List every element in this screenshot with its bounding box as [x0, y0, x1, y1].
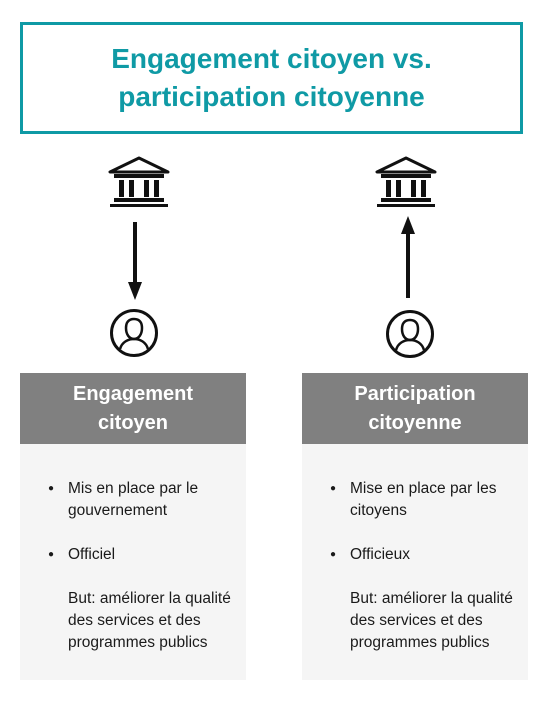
arrow-up-icon — [401, 216, 415, 298]
arrow-down-icon — [128, 222, 142, 300]
engagement-card: ● Mis en place par le gouvernement ● Off… — [20, 444, 246, 680]
person-icon — [386, 310, 434, 358]
list-item: ● Mise en place par les citoyens — [330, 478, 514, 522]
title-box: Engagement citoyen vs. participation cit… — [20, 22, 523, 134]
bullet-icon: ● — [48, 483, 55, 494]
bullet-icon: ● — [330, 483, 337, 494]
list-item: ● Officieux — [330, 544, 514, 566]
government-building-icon — [375, 156, 437, 207]
bullet-icon: ● — [48, 549, 55, 560]
engagement-header-label: Engagement citoyen — [72, 382, 194, 434]
government-building-icon — [108, 156, 170, 207]
participation-card: ● Mise en place par les citoyens ● Offic… — [302, 444, 528, 680]
participation-header: Participation citoyenne — [302, 373, 528, 444]
page-title: Engagement citoyen vs. participation cit… — [111, 43, 432, 112]
list-item-text: Mise en place par les citoyens — [350, 480, 497, 519]
list-item-text: Officieux — [350, 546, 411, 563]
list-item: ● Mis en place par le gouvernement — [48, 478, 232, 522]
goal-note: But: améliorer la qualité des services e… — [350, 590, 513, 651]
list-item: ● Officiel — [48, 544, 232, 566]
engagement-header: Engagement citoyen — [20, 373, 246, 444]
list-item-text: Officiel — [68, 546, 116, 563]
goal-note: But: améliorer la qualité des services e… — [68, 590, 231, 651]
participation-header-label: Participation citoyenne — [354, 382, 476, 434]
list-item-text: Mis en place par le gouvernement — [68, 480, 199, 519]
person-icon — [110, 309, 158, 357]
bullet-icon: ● — [330, 549, 337, 560]
